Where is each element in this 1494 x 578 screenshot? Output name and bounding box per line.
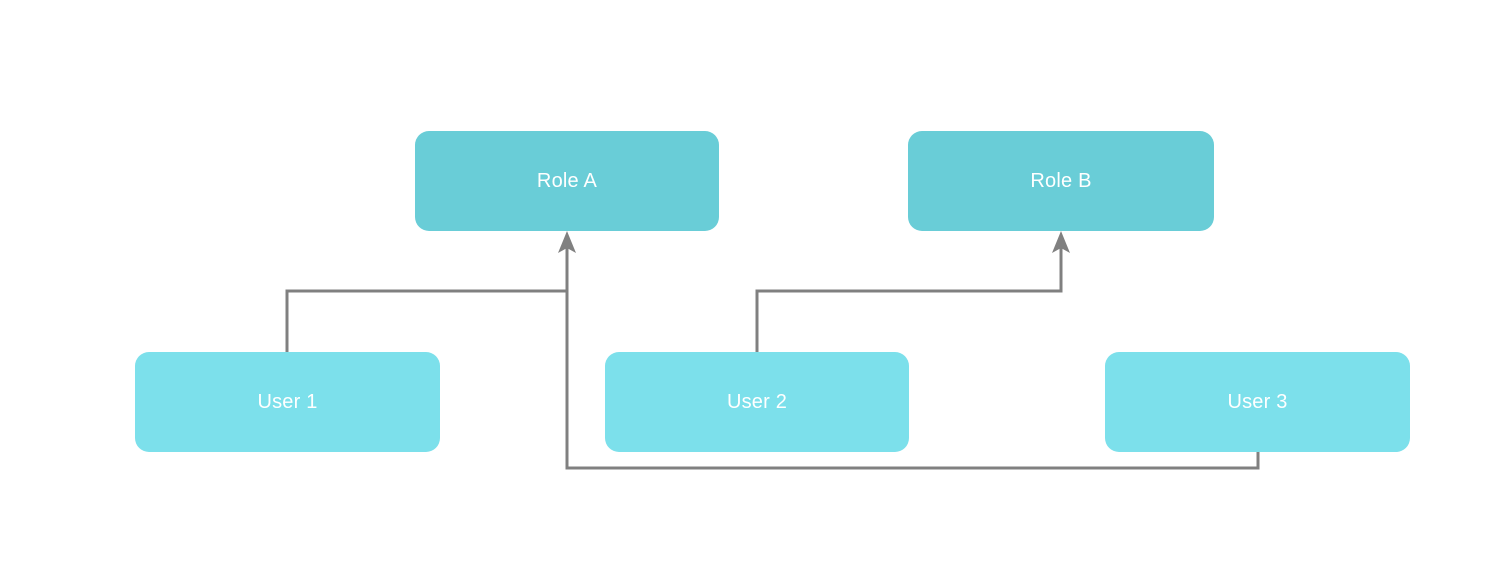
edge-user2-to-role-b[interactable]	[755, 240, 1063, 352]
node-role-b-label: Role B	[1030, 170, 1092, 192]
node-user-1[interactable]: User 1	[135, 352, 440, 452]
node-user-2-label: User 2	[726, 391, 788, 413]
node-role-a[interactable]: Role A	[415, 131, 719, 231]
edge-user1-to-role-a[interactable]	[285, 240, 569, 352]
arrowhead-into-role-a	[558, 231, 576, 253]
node-user-2[interactable]: User 2	[605, 352, 909, 452]
node-user-3-label: User 3	[1227, 391, 1288, 413]
node-user-1-label: User 1	[257, 391, 318, 413]
node-user-3[interactable]: User 3	[1105, 352, 1410, 452]
arrowhead-into-role-b	[1052, 231, 1070, 253]
edge-group	[285, 240, 1260, 470]
node-role-a-label: Role A	[536, 170, 598, 192]
arrowhead-group	[558, 231, 1070, 253]
node-role-b[interactable]: Role B	[908, 131, 1214, 231]
edge-user3-to-role-a[interactable]	[565, 240, 1260, 470]
